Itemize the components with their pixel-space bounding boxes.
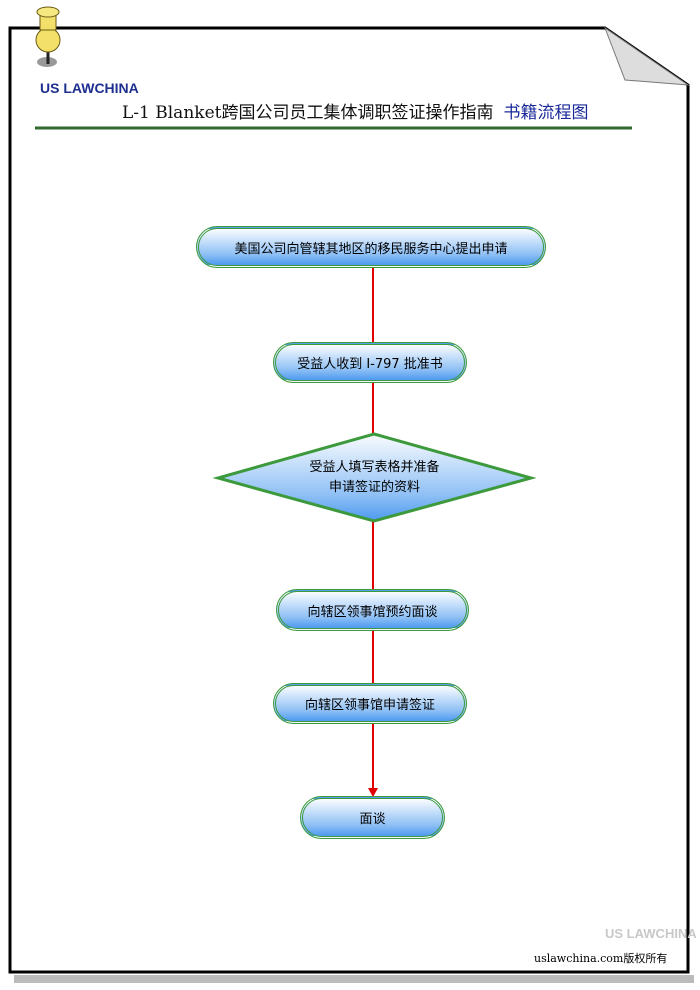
step3-line2: 申请签证的资料: [328, 480, 420, 495]
flow-step-3: 受益人填写表格并准备申请签证的资料: [218, 458, 531, 498]
flow-step-2: 受益人收到 I-797 批准书: [273, 342, 467, 383]
flow-step-1: 美国公司向管辖其地区的移民服务中心提出申请: [196, 226, 546, 268]
pushpin-icon: [35, 6, 61, 67]
decision-diamond: [212, 432, 537, 523]
logo: US LAWCHINA: [40, 80, 139, 96]
watermark-logo: US LAWCHINA: [605, 926, 697, 941]
page-title: L-1 Blanket跨国公司员工集体调职签证操作指南书籍流程图: [122, 98, 588, 123]
arrow-head: [368, 788, 378, 797]
flow-step-6: 面谈: [300, 796, 445, 839]
page-fold: [603, 26, 690, 86]
subtitle-text: 书籍流程图: [503, 103, 589, 123]
flow-step-5: 向辖区领事馆申请签证: [273, 683, 467, 724]
step3-line1: 受益人填写表格并准备: [309, 460, 440, 475]
title-text: L-1 Blanket跨国公司员工集体调职签证操作指南: [122, 103, 494, 123]
flow-step-4: 向辖区领事馆预约面谈: [276, 589, 469, 631]
copyright: uslawchina.com版权所有: [534, 952, 668, 965]
